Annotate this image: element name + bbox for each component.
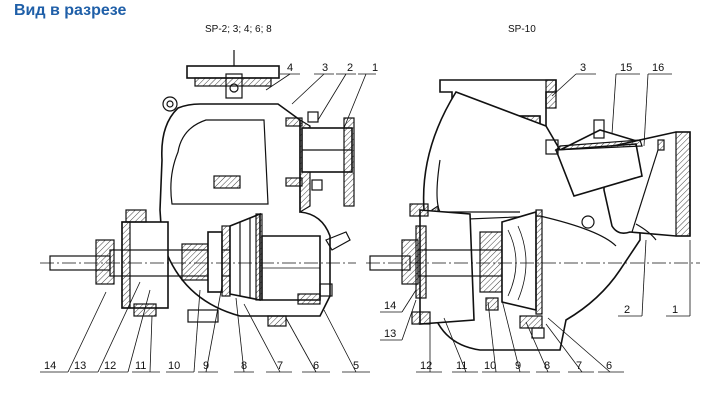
left-callout-4: 4	[287, 62, 293, 74]
left-pump-section	[40, 50, 356, 327]
right-callout-2: 2	[624, 304, 630, 316]
page-title: Вид в разрезе	[14, 2, 127, 19]
left-callout-9: 9	[203, 360, 209, 372]
right-callout-3: 3	[580, 62, 586, 74]
left-callout-3: 3	[322, 62, 328, 74]
right-callout-13: 13	[384, 328, 396, 340]
right-callout-15: 15	[620, 62, 632, 74]
right-callout-10: 10	[484, 360, 496, 372]
left-callout-5: 5	[353, 360, 359, 372]
right-pump-section	[366, 79, 700, 351]
left-callout-10: 10	[168, 360, 180, 372]
left-callout-2: 2	[347, 62, 353, 74]
left-callout-6: 6	[313, 360, 319, 372]
right-diagram-subtitle: SP-10	[508, 24, 536, 35]
left-diagram-subtitle: SP-2; 3; 4; 6; 8	[205, 24, 272, 35]
right-callout-12: 12	[420, 360, 432, 372]
left-callout-11: 11	[135, 360, 146, 372]
right-callout-1: 1	[672, 304, 678, 316]
left-callout-13: 13	[74, 360, 86, 372]
right-callout-6: 6	[606, 360, 612, 372]
right-callout-8: 8	[544, 360, 550, 372]
right-callout-11: 11	[456, 360, 467, 372]
right-callout-16: 16	[652, 62, 664, 74]
left-callout-12: 12	[104, 360, 116, 372]
left-callout-7: 7	[277, 360, 283, 372]
right-callout-9: 9	[515, 360, 521, 372]
left-callout-1: 1	[372, 62, 378, 74]
left-callout-14: 14	[44, 360, 56, 372]
left-callout-8: 8	[241, 360, 247, 372]
right-callout-14: 14	[384, 300, 396, 312]
right-callout-7: 7	[576, 360, 582, 372]
leader-lines	[40, 73, 691, 373]
